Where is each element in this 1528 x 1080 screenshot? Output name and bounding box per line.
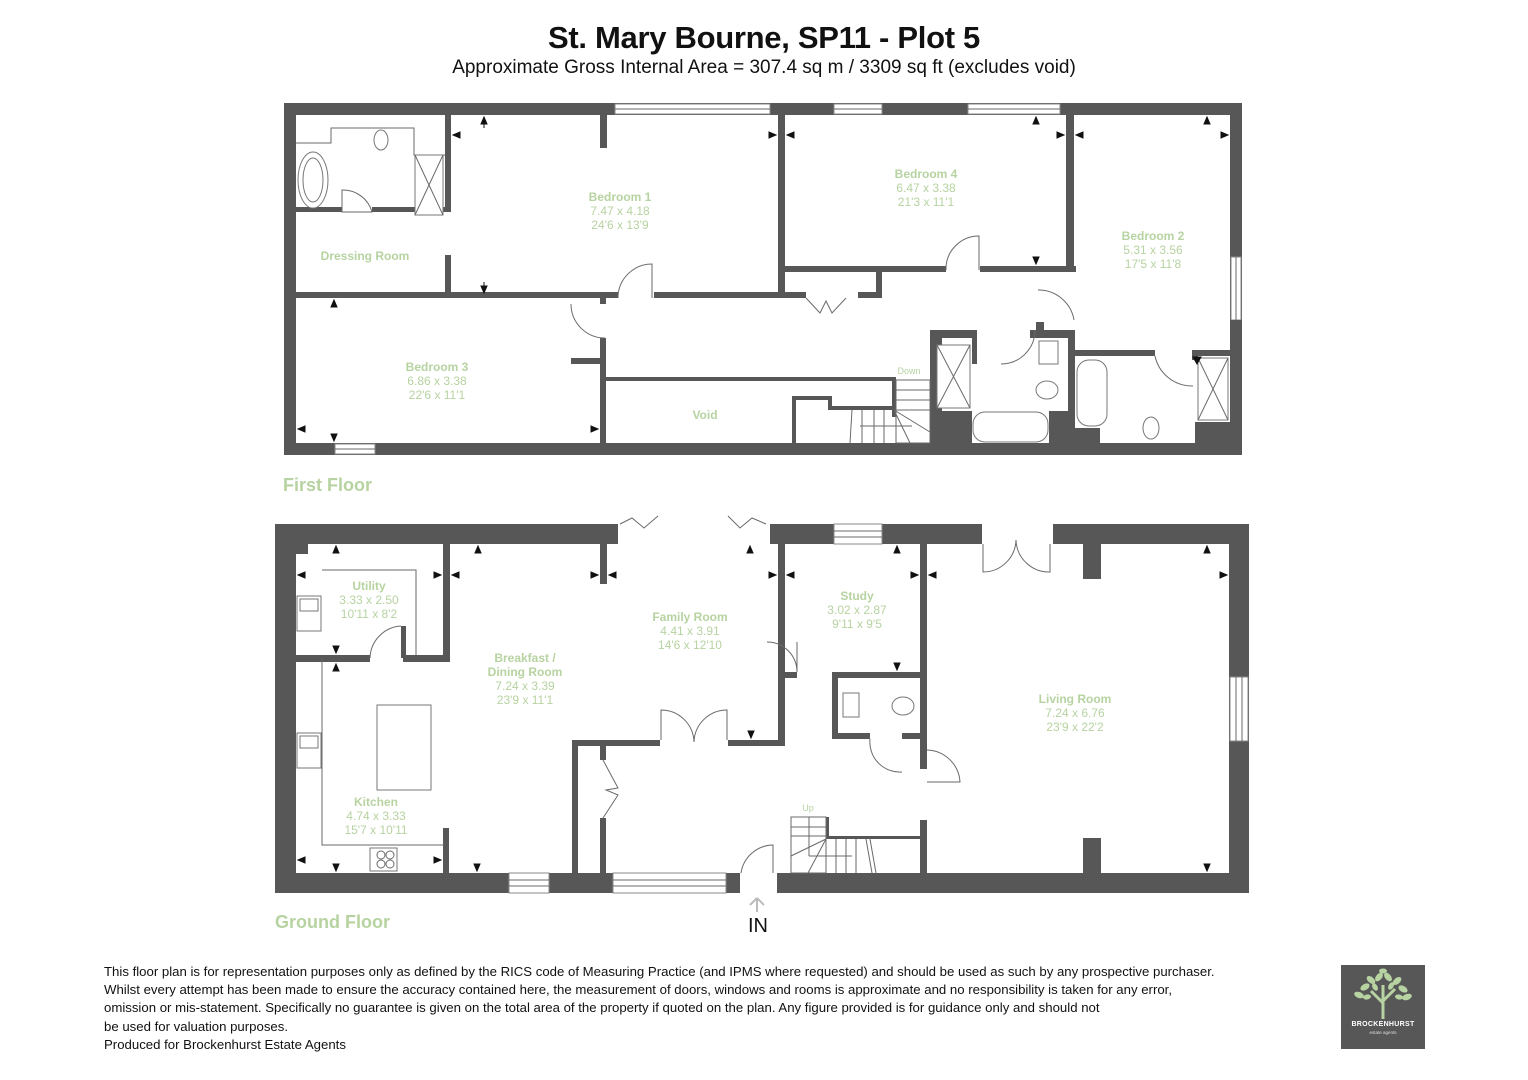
room-family-room-metric: 4.41 x 3.91	[660, 624, 720, 638]
room-bedroom-1-imperial: 24'6 x 13'9	[591, 218, 649, 232]
entrance-label: IN	[748, 915, 768, 937]
ground-floor-label: Ground Floor	[275, 912, 390, 932]
disclaimer-line: Whilst every attempt has been made to en…	[104, 982, 1173, 998]
room-bedroom-3-metric: 6.86 x 3.38	[407, 374, 467, 388]
plan-title: St. Mary Bourne, SP11 - Plot 5	[547, 20, 980, 55]
disclaimer-line: be used for valuation purposes.	[104, 1018, 289, 1034]
ground-floor-walls	[275, 523, 1249, 894]
room-void-name: Void	[692, 408, 718, 422]
room-bedroom-2-name: Bedroom 2	[1121, 229, 1185, 243]
first-floor-label: First Floor	[283, 475, 372, 495]
room-dining-name: Dining Room	[487, 665, 563, 679]
room-utility-metric: 3.33 x 2.50	[339, 593, 399, 607]
room-bedroom-2-imperial: 17'5 x 11'8	[1124, 257, 1182, 271]
room-kitchen-name: Kitchen	[353, 795, 399, 809]
room-bedroom-1-name: Bedroom 1	[588, 190, 652, 204]
disclaimer-line: omission or mis-statement. Specifically …	[104, 1000, 1100, 1016]
disclaimer-line: Produced for Brockenhurst Estate Agents	[104, 1036, 346, 1052]
first-floor-walls	[284, 103, 1242, 455]
room-living-room-name: Living Room	[1038, 692, 1112, 706]
first-floor-measure-arrows	[296, 115, 1230, 443]
room-bedroom-4-metric: 6.47 x 3.38	[896, 181, 956, 195]
stairs-up-label: Up	[802, 803, 814, 813]
area-subtitle: Approximate Gross Internal Area = 307.4 …	[452, 57, 1076, 78]
room-study-name: Study	[840, 589, 874, 603]
room-living-room-metric: 7.24 x 6.76	[1045, 706, 1105, 720]
logo-tagline: estate agents	[1369, 1030, 1397, 1035]
room-bedroom-4-name: Bedroom 4	[894, 167, 958, 181]
room-bedroom-3-name: Bedroom 3	[405, 360, 469, 374]
stairs-down-label: Down	[897, 366, 921, 376]
room-dining-metric: 7.24 x 3.39	[495, 679, 555, 693]
logo-name: BROCKENHURST	[1351, 1021, 1415, 1028]
room-bedroom-1-metric: 7.47 x 4.18	[590, 204, 650, 218]
room-family-room-imperial: 14'6 x 12'10	[658, 638, 722, 652]
room-utility-name: Utility	[352, 579, 386, 593]
ground-floor-fixtures	[296, 515, 1051, 912]
room-utility-imperial: 10'11 x 8'2	[340, 607, 398, 621]
room-study-imperial: 9'11 x 9'5	[832, 617, 882, 631]
room-study-metric: 3.02 x 2.87	[827, 603, 887, 617]
disclaimer-line: This floor plan is for representation pu…	[104, 964, 1215, 979]
room-family-room-name: Family Room	[652, 610, 728, 624]
first-floor-fixtures	[296, 127, 1229, 444]
disclaimer-text: This floor plan is for representation pu…	[104, 963, 1344, 1054]
room-bedroom-2-metric: 5.31 x 3.56	[1123, 243, 1183, 257]
brockenhurst-logo: BROCKENHURST estate agents	[1341, 965, 1425, 1049]
room-kitchen-imperial: 15'7 x 10'11	[344, 823, 408, 837]
room-dining-imperial: 23'9 x 11'1	[496, 693, 554, 707]
room-living-room-imperial: 23'9 x 22'2	[1046, 720, 1104, 734]
room-dressing-room-name: Dressing Room	[320, 249, 410, 263]
ground-floor-measure-arrows	[296, 544, 1229, 873]
room-breakfast-name: Breakfast /	[494, 651, 556, 665]
room-kitchen-metric: 4.74 x 3.33	[346, 809, 406, 823]
room-bedroom-4-imperial: 21'3 x 11'1	[897, 195, 955, 209]
tree-icon	[1354, 968, 1412, 1019]
room-bedroom-3-imperial: 22'6 x 11'1	[408, 388, 466, 402]
